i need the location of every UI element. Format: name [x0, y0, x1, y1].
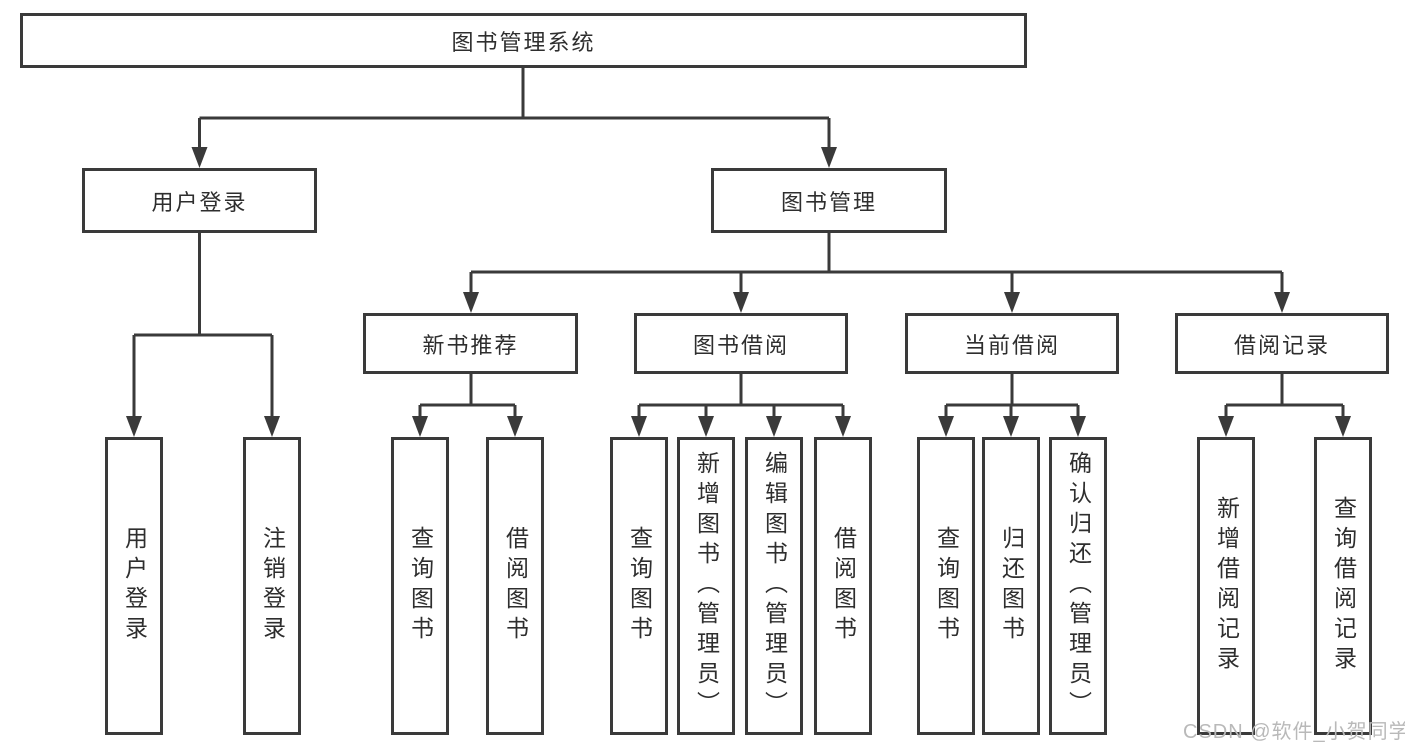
arrowhead [938, 416, 954, 437]
arrowhead [412, 416, 428, 437]
connector-user-login [132, 233, 274, 418]
arrowhead [264, 416, 280, 437]
arrowhead [1218, 416, 1234, 437]
node-borrow-records: 借阅记录 [1175, 313, 1389, 374]
leaf-return-books: 归还图书 [982, 437, 1040, 735]
leaf-confirm-return-admin: 确认归还（管理员） [1049, 437, 1107, 735]
node-borrow-records-label: 借阅记录 [1233, 332, 1330, 358]
csdn-watermark: CSDN @软件_小贺同学 [1183, 721, 1405, 743]
arrowhead [698, 416, 714, 437]
arrowhead [126, 416, 142, 437]
leaf-logout-login-label: 注销登录 [259, 526, 286, 646]
connector-book-borrow [637, 373, 845, 418]
node-book-management-label: 图书管理 [780, 189, 877, 215]
connector-borrow-records [1224, 373, 1345, 418]
node-current-borrow: 当前借阅 [905, 313, 1119, 374]
leaf-add-borrow-record: 新增借阅记录 [1197, 437, 1255, 735]
arrowhead [631, 416, 647, 437]
leaf-query-books-borrow: 查询图书 [610, 437, 668, 735]
arrowhead [1004, 292, 1020, 313]
leaf-logout-login: 注销登录 [243, 437, 301, 735]
node-book-borrow-label: 图书借阅 [692, 332, 789, 358]
arrowhead [507, 416, 523, 437]
leaf-add-book-admin: 新增图书（管理员） [677, 437, 735, 735]
leaf-borrow-books-borrow: 借阅图书 [814, 437, 872, 735]
leaf-add-borrow-record-label: 新增借阅记录 [1213, 496, 1240, 676]
arrowhead [1274, 292, 1290, 313]
node-new-book-recommend-label: 新书推荐 [422, 332, 519, 358]
node-new-book-recommend: 新书推荐 [363, 313, 578, 374]
arrowhead [463, 292, 479, 313]
arrowhead [766, 416, 782, 437]
connector-current-borrow [944, 373, 1080, 418]
arrowhead [835, 416, 851, 437]
node-user-login: 用户登录 [82, 168, 317, 233]
leaf-borrow-books-borrow-label: 借阅图书 [830, 526, 857, 646]
connector-new-book-recommend [418, 373, 517, 418]
leaf-query-books-current-label: 查询图书 [933, 526, 960, 646]
leaf-edit-book-admin: 编辑图书（管理员） [745, 437, 803, 735]
arrowhead [191, 147, 208, 168]
node-book-management: 图书管理 [711, 168, 947, 233]
arrowhead [821, 147, 837, 168]
node-book-borrow: 图书借阅 [634, 313, 848, 374]
arrowhead [1335, 416, 1351, 437]
leaf-query-borrow-record-label: 查询借阅记录 [1330, 496, 1357, 676]
arrowhead [1070, 416, 1086, 437]
leaf-edit-book-admin-label: 编辑图书（管理员） [761, 451, 788, 721]
leaf-user-login-label: 用户登录 [121, 526, 148, 646]
arrowheads [126, 147, 1351, 437]
leaf-query-borrow-record: 查询借阅记录 [1314, 437, 1372, 735]
leaf-query-books-borrow-label: 查询图书 [626, 526, 653, 646]
arrowhead [1003, 416, 1019, 437]
leaf-borrow-books-recommend-label: 借阅图书 [502, 526, 529, 646]
leaf-user-login: 用户登录 [105, 437, 163, 735]
node-current-borrow-label: 当前借阅 [963, 332, 1060, 358]
connector-root [198, 68, 831, 149]
node-root-system-label: 图书管理系统 [451, 29, 596, 55]
leaf-confirm-return-admin-label: 确认归还（管理员） [1065, 451, 1092, 721]
node-root-system: 图书管理系统 [20, 13, 1027, 68]
leaf-query-books-current: 查询图书 [917, 437, 975, 735]
leaf-query-books-recommend-label: 查询图书 [407, 526, 434, 646]
leaf-return-books-label: 归还图书 [998, 526, 1025, 646]
arrowhead [733, 292, 749, 313]
connector-book-management [469, 233, 1284, 294]
leaf-query-books-recommend: 查询图书 [391, 437, 449, 735]
leaf-add-book-admin-label: 新增图书（管理员） [693, 451, 720, 721]
leaf-borrow-books-recommend: 借阅图书 [486, 437, 544, 735]
node-user-login-label: 用户登录 [151, 189, 248, 215]
